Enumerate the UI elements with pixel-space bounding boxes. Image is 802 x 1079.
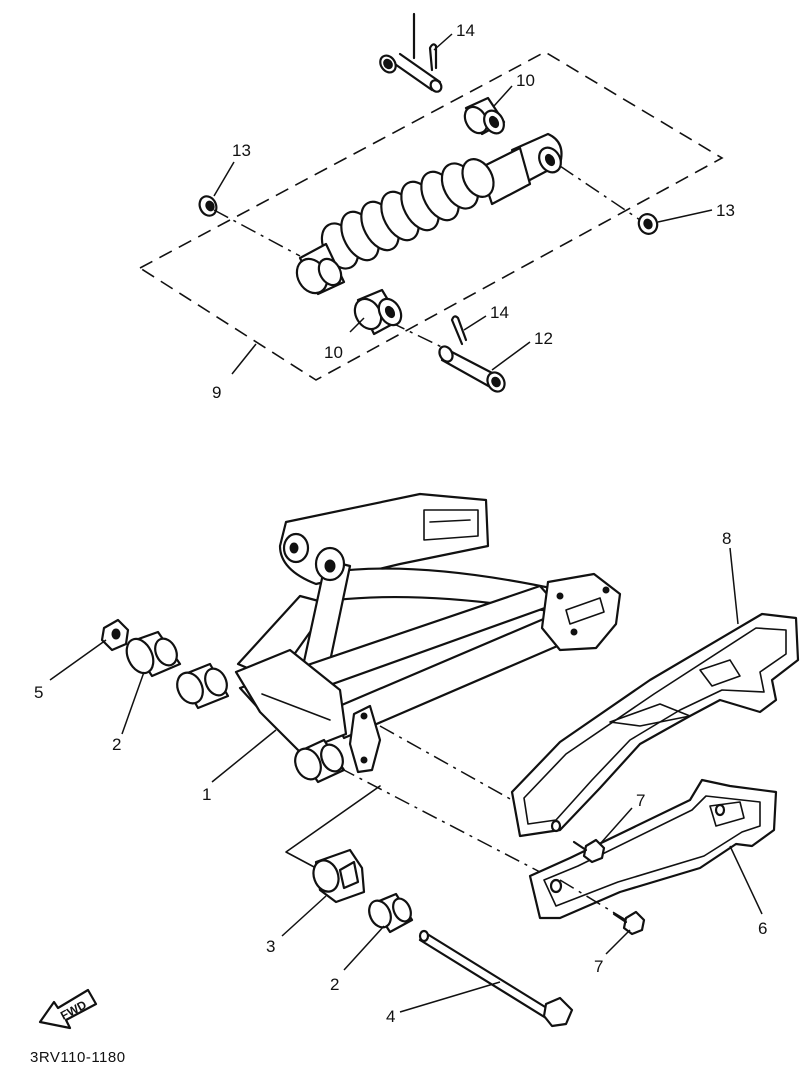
callout-1: 1	[202, 785, 211, 804]
bolt-upper	[572, 838, 606, 864]
shock-assembly-group	[138, 12, 724, 393]
callout-7-upper: 7	[636, 791, 645, 810]
chain-guard	[528, 778, 778, 920]
callout-7-lower: 7	[594, 957, 603, 976]
callout-labels: 14 10 13 13 14 12 10 9 8 5 2 1 7 6 3 2 7…	[34, 21, 767, 1026]
callout-9: 9	[212, 383, 221, 402]
collar-upper	[125, 630, 182, 678]
callout-10-upper: 10	[516, 71, 535, 90]
shock-absorber	[295, 132, 563, 296]
callout-14-upper: 14	[456, 21, 475, 40]
lower-bushing	[353, 288, 403, 336]
callout-13-right: 13	[716, 201, 735, 220]
callout-2-upper: 2	[112, 735, 121, 754]
shock-assembly-boundary	[138, 51, 724, 381]
callout-12: 12	[534, 329, 553, 348]
nut	[100, 618, 130, 652]
callout-6: 6	[758, 919, 767, 938]
callout-10-lower: 10	[324, 343, 343, 362]
callout-2-lower: 2	[330, 975, 339, 994]
callout-13-left: 13	[232, 141, 251, 160]
callout-4: 4	[386, 1007, 395, 1026]
upper-cotter-pin	[428, 43, 438, 72]
swingarm	[176, 492, 622, 784]
pivot-shaft	[418, 929, 574, 1028]
chain-case	[510, 612, 800, 838]
left-washer	[198, 195, 218, 217]
callout-3: 3	[266, 937, 275, 956]
callout-8: 8	[722, 529, 731, 548]
leader-lines	[49, 33, 763, 1013]
part-code: 3RV110-1180	[30, 1049, 126, 1066]
pivot-collar-right	[294, 738, 346, 784]
lower-cotter-pin	[450, 315, 468, 346]
callout-14-lower: 14	[490, 303, 509, 322]
bolt-lower	[612, 910, 646, 936]
collar-lower	[368, 892, 414, 934]
forward-direction-arrow: FWD	[38, 988, 98, 1030]
right-washer	[637, 213, 659, 235]
upper-pin	[379, 12, 443, 93]
pivot-collar-left	[176, 662, 230, 710]
pivot-bushing-large	[312, 848, 366, 904]
lower-pin	[438, 345, 506, 393]
callout-5: 5	[34, 683, 43, 702]
upper-bushing	[463, 96, 506, 136]
